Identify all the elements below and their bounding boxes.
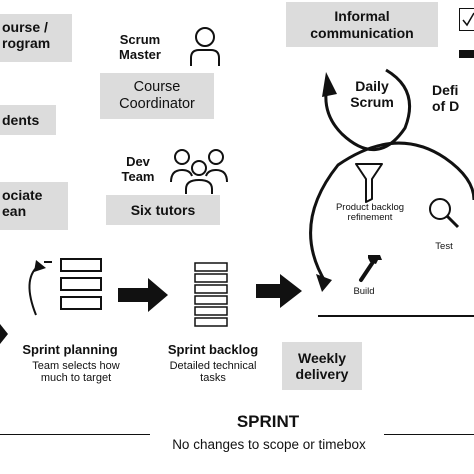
sprint-backlog-title: Sprint backlog bbox=[167, 342, 259, 357]
weekly-delivery-box: Weekly delivery bbox=[282, 342, 362, 390]
course-coordinator-box: Course Coordinator bbox=[100, 73, 214, 119]
checkbox-icon bbox=[459, 8, 474, 31]
sprint-bracket-right bbox=[384, 434, 474, 439]
sprint-planning-list-icon bbox=[60, 258, 102, 310]
hammer-icon bbox=[359, 255, 382, 282]
magnifier-icon bbox=[429, 198, 460, 229]
scrum-master-label: Scrum Master bbox=[119, 32, 161, 62]
sprint-planning-title: Sprint planning bbox=[22, 342, 118, 357]
arrow-to-cycle bbox=[256, 274, 302, 308]
arrow-to-planning bbox=[0, 324, 8, 344]
person-icon bbox=[190, 27, 220, 66]
definition-of-done-label: Defi of D bbox=[432, 82, 460, 115]
done-bar bbox=[459, 50, 474, 58]
arrow-to-backlog bbox=[118, 278, 168, 312]
sprint-backlog-desc: Detailed technical tasks bbox=[169, 360, 257, 385]
sprint-bracket-left bbox=[0, 434, 150, 439]
associate-dean-box: ociate ean bbox=[0, 182, 68, 230]
sprint-title: SPRINT bbox=[236, 412, 300, 431]
sprint-backlog-stack-icon bbox=[194, 262, 228, 327]
sprint-cycle-arc bbox=[309, 141, 474, 284]
sprint-planning-desc: Team selects how much to target bbox=[32, 360, 120, 385]
six-tutors-box: Six tutors bbox=[106, 195, 220, 225]
planning-return-arrow bbox=[28, 265, 39, 316]
build-label: Build bbox=[353, 286, 375, 297]
refinement-label: Product backlog refinement bbox=[335, 202, 405, 224]
test-label: Test bbox=[435, 241, 453, 252]
students-box: dents bbox=[0, 105, 56, 135]
informal-communication-box: Informal communication bbox=[286, 2, 438, 47]
funnel-icon bbox=[355, 163, 383, 203]
dev-team-label: Dev Team bbox=[121, 154, 155, 184]
daily-scrum-loop-arrow bbox=[324, 68, 412, 151]
course-program-box: ourse / rogram bbox=[0, 14, 72, 62]
team-icon bbox=[170, 149, 228, 194]
daily-scrum-label: Daily Scrum bbox=[350, 78, 394, 111]
sprint-subtitle: No changes to scope or timebox bbox=[172, 437, 366, 452]
